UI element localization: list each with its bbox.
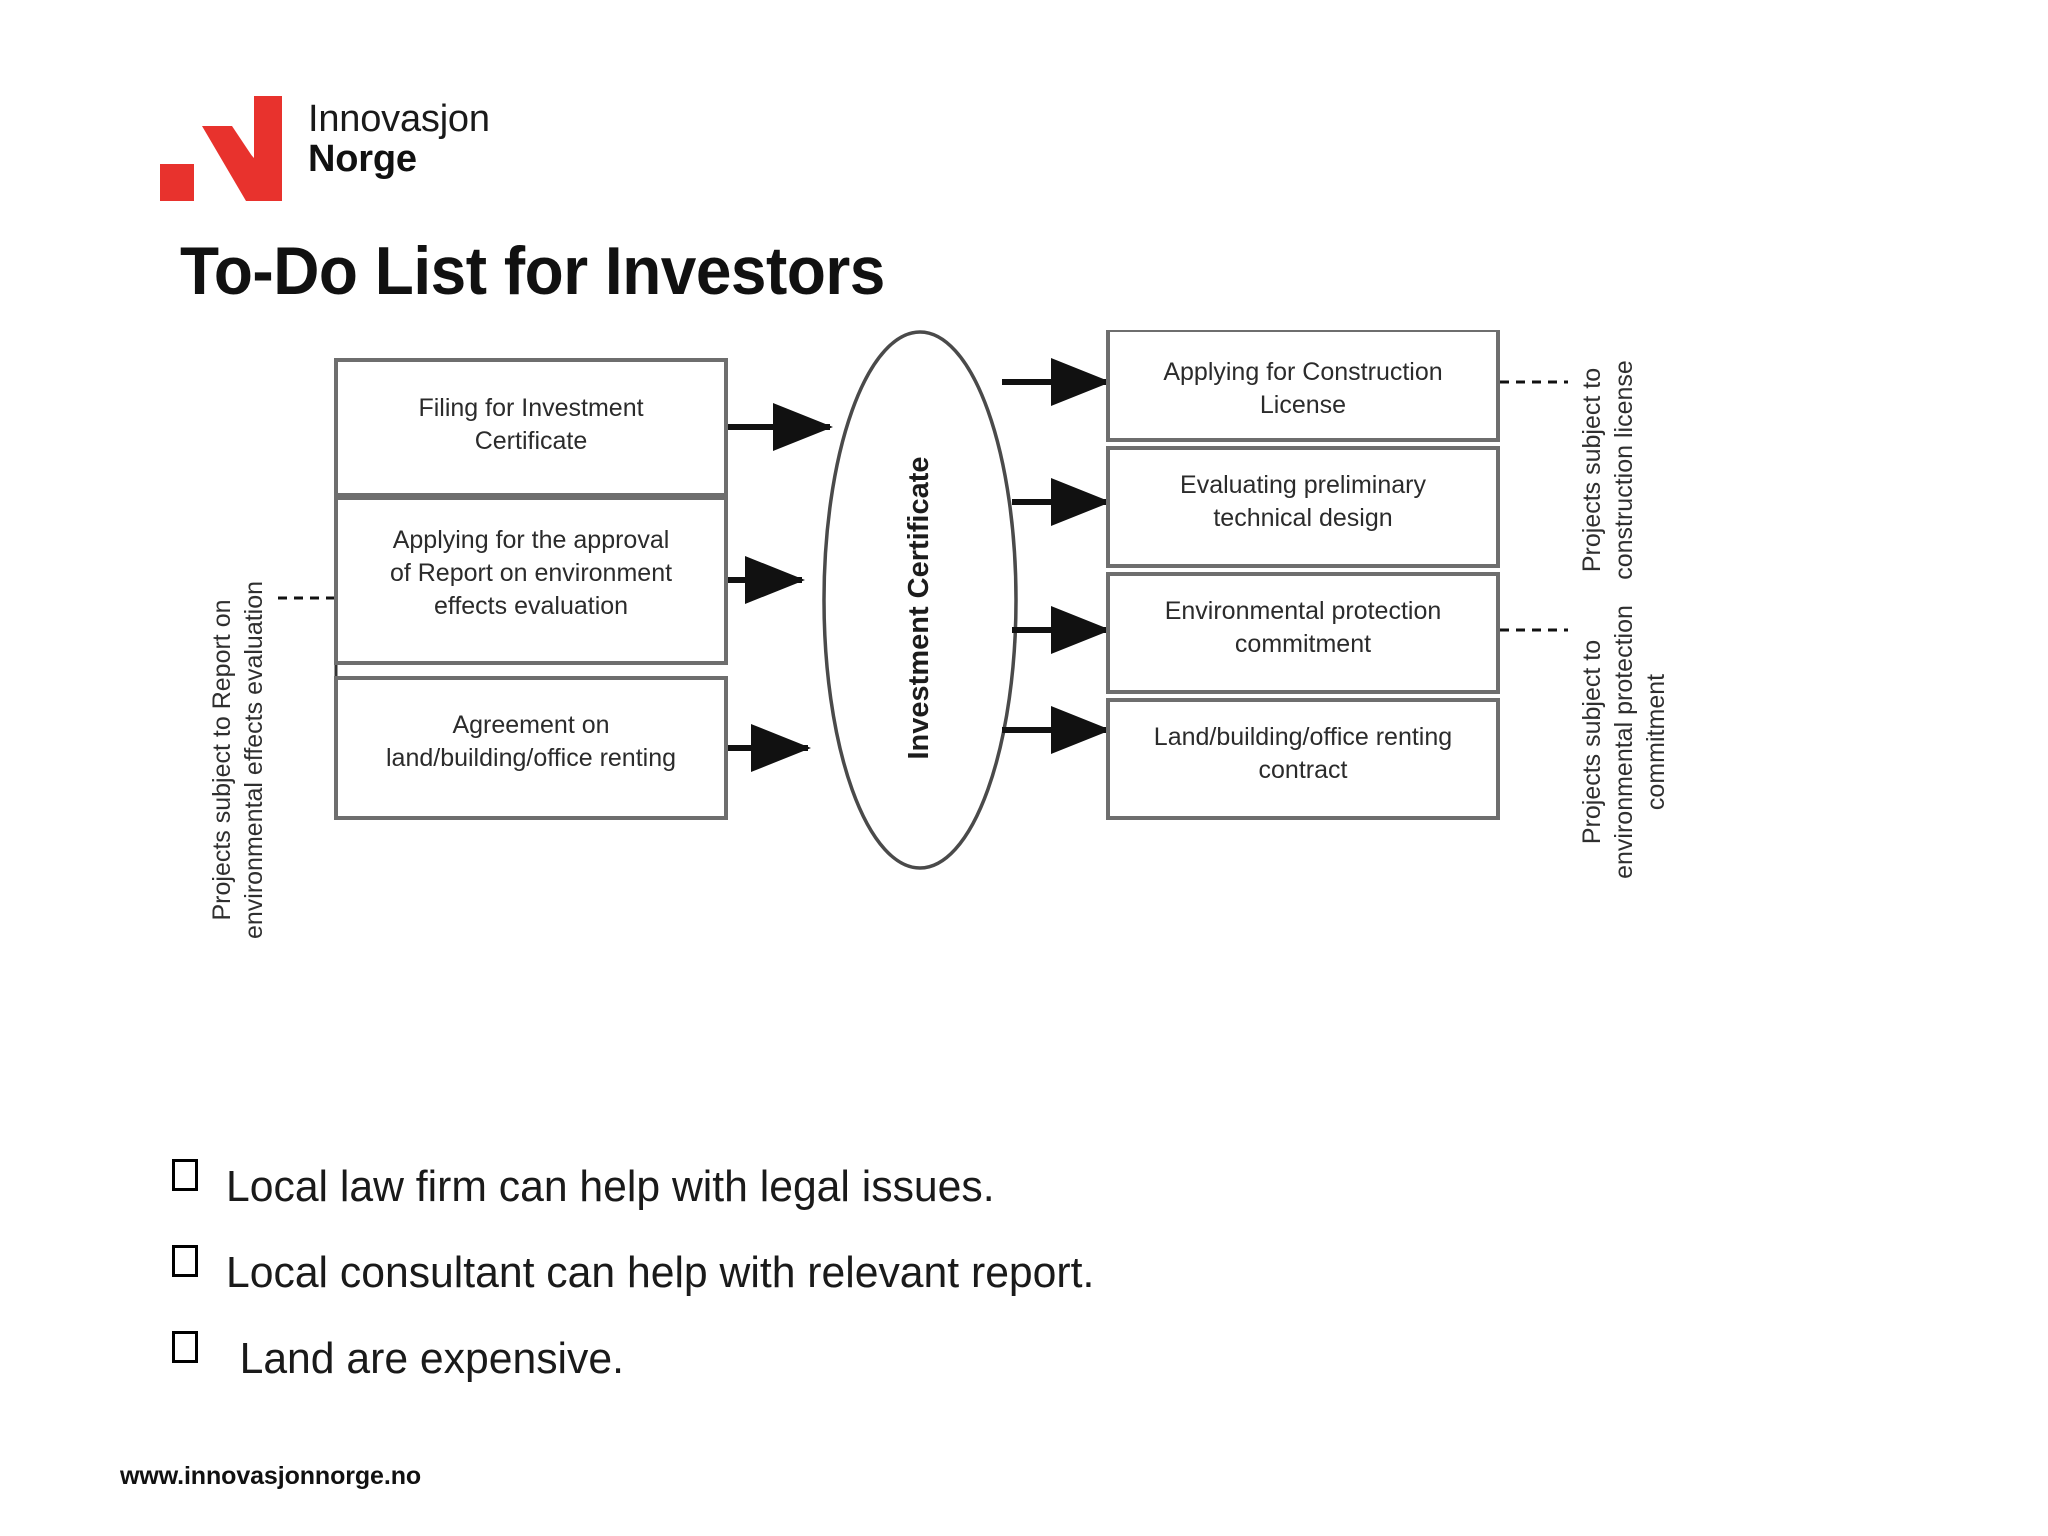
bullet-label: Land are expensive. [239, 1334, 624, 1383]
logo-line-2: Norge [308, 137, 417, 180]
left-vertical-label-line-1: Projects subject to Report on [208, 600, 236, 921]
left-box-2-line-2: of Report on environment [390, 559, 672, 587]
left-box-renting-agreement[interactable]: Agreement on land/building/office rentin… [334, 676, 728, 820]
right-box-1-line-1: Applying for Construction [1163, 358, 1442, 386]
right-box-environmental-commitment[interactable]: Environmental protection commitment [1106, 572, 1500, 694]
right-vertical-label-environmental-commitment: Projects subject to environmental protec… [1578, 605, 1670, 879]
right-box-construction-license[interactable]: Applying for Construction License [1106, 330, 1500, 442]
bullet-list: Local law firm can help with legal issue… [172, 1159, 1672, 1420]
logo-square-icon [160, 164, 194, 201]
right-box-technical-design[interactable]: Evaluating preliminary technical design [1106, 446, 1500, 568]
left-box-1-line-1: Filing for Investment [418, 394, 643, 422]
left-box-1-line-2: Certificate [475, 427, 588, 455]
right-label-bottom-line-3: commitment [1642, 674, 1670, 810]
right-label-bottom-line-2: environmental protection [1610, 605, 1638, 879]
process-flow-diagram: Projects subject to Report on environmen… [200, 330, 1860, 1140]
list-item[interactable]: Local law firm can help with legal issue… [172, 1159, 1672, 1248]
right-box-3-line-1: Environmental protection [1165, 597, 1442, 625]
bullet-label: Local law firm can help with legal issue… [226, 1162, 995, 1211]
right-label-bottom-line-1: Projects subject to [1578, 640, 1606, 844]
logo-line-1: Innovasjon [308, 98, 490, 140]
bullet-label: Local consultant can help with relevant … [226, 1248, 1095, 1297]
checkbox-icon [172, 1245, 204, 1283]
innovasjon-norge-logo: Innovasjon Norge [160, 96, 580, 206]
left-box-3-line-1: Agreement on [452, 711, 609, 739]
left-vertical-label: Projects subject to Report on environmen… [208, 581, 268, 939]
logo-n-icon [202, 96, 282, 201]
logo-wordmark: Innovasjon Norge [308, 98, 490, 180]
left-box-filing-investment-certificate[interactable]: Filing for Investment Certificate [334, 358, 728, 497]
checkbox-icon [172, 1159, 204, 1197]
footer-url[interactable]: www.innovasjonnorge.no [120, 1462, 422, 1490]
left-box-2-line-3: effects evaluation [434, 592, 628, 620]
right-label-top-line-1: Projects subject to [1578, 368, 1606, 572]
page-title: To-Do List for Investors [180, 233, 885, 309]
right-box-2-line-1: Evaluating preliminary [1180, 471, 1426, 499]
center-node-investment-certificate[interactable]: Investment Certificate [822, 330, 1018, 870]
right-box-4-line-1: Land/building/office renting [1154, 723, 1452, 751]
right-label-top-line-2: construction license [1610, 360, 1638, 580]
left-vertical-label-line-2: environmental effects evaluation [240, 581, 268, 939]
left-box-report-approval[interactable]: Applying for the approval of Report on e… [334, 496, 728, 665]
logo-mark-icon [160, 96, 282, 201]
list-item[interactable]: Land are expensive. [172, 1331, 1672, 1420]
right-box-3-line-2: commitment [1235, 630, 1371, 658]
center-node-label: Investment Certificate [903, 457, 935, 760]
right-vertical-label-construction-license: Projects subject to construction license [1578, 360, 1638, 580]
right-box-renting-contract[interactable]: Land/building/office renting contract [1106, 698, 1500, 820]
left-box-2-line-1: Applying for the approval [393, 526, 670, 554]
diagram-canvas: Projects subject to Report on environmen… [208, 330, 1670, 939]
right-box-4-line-2: contract [1259, 756, 1348, 784]
right-box-2-line-2: technical design [1213, 504, 1392, 532]
checkbox-icon [172, 1331, 204, 1369]
left-box-3-line-2: land/building/office renting [386, 744, 676, 772]
right-box-1-line-2: License [1260, 391, 1346, 419]
list-item[interactable]: Local consultant can help with relevant … [172, 1245, 1672, 1334]
